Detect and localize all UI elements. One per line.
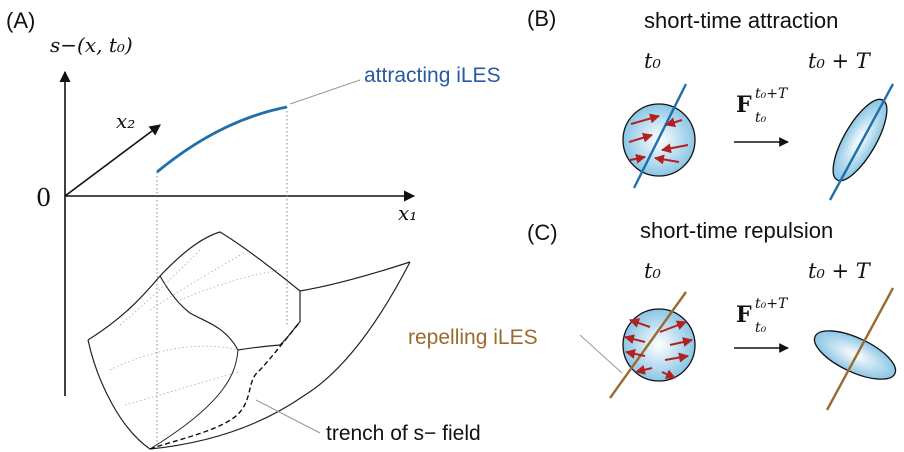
panel-b-label: (B)	[527, 6, 556, 31]
panel-c-t-start: t₀	[644, 259, 661, 283]
panel-b-title: short-time attraction	[644, 8, 838, 33]
panel-c-final-iles	[825, 287, 895, 411]
repelling-iles-label: repelling iLES	[408, 326, 538, 349]
panel-b-flow-sup: t₀+T	[755, 86, 789, 102]
panel-c-initial-iles	[609, 291, 687, 399]
x1-label: x₁	[398, 201, 417, 225]
attracting-leader-line	[289, 79, 361, 105]
panel-b-initial-iles	[632, 83, 688, 189]
panel-b-flow-sub: t₀	[755, 110, 767, 126]
panel-c-t-end: t₀ + T	[808, 259, 872, 283]
x2-label: x₂	[116, 109, 135, 133]
trench-curve	[149, 321, 301, 450]
panel-a-label: (A)	[6, 8, 35, 33]
attracting-iles-curve	[156, 105, 288, 174]
panel-b-attraction-arrows	[628, 113, 689, 165]
panel-c: (C) short-time repulsion t₀ t₀ + T repel…	[408, 218, 897, 411]
attracting-iles-label: attracting iLES	[364, 64, 501, 87]
surface-gridlines	[109, 249, 281, 406]
repelling-leader-line	[579, 334, 623, 374]
panel-b-t-end: t₀ + T	[808, 49, 872, 73]
panel-c-flow-sup: t₀+T	[755, 296, 789, 312]
panel-b-flow-map: F	[736, 92, 752, 118]
s-minus-surface	[87, 231, 411, 450]
y-axis-label: s−(x, t₀)	[50, 33, 133, 57]
trench-label: trench of s− field	[326, 422, 481, 445]
panel-c-repulsion-arrows	[624, 318, 693, 379]
x2-axis	[64, 124, 161, 197]
panel-c-initial-blob	[622, 308, 696, 382]
panel-b-t-start: t₀	[644, 49, 661, 73]
panel-c-final-blob	[813, 330, 897, 380]
trench-leader-line	[255, 399, 321, 434]
panel-c-label: (C)	[527, 220, 558, 245]
panel-b: (B) short-time attraction t₀ t₀ + T F t₀…	[527, 6, 895, 201]
panel-c-flow-sub: t₀	[755, 320, 767, 336]
panel-a: (A) s−(x, t₀) 0 x₁ x₂ attracting iLES	[6, 8, 501, 450]
zero-label: 0	[36, 184, 51, 212]
panel-c-flow-map: F	[736, 302, 752, 328]
panel-c-title: short-time repulsion	[640, 218, 833, 243]
panel-b-final-blob	[832, 98, 888, 182]
panel-b-final-iles	[828, 83, 895, 201]
